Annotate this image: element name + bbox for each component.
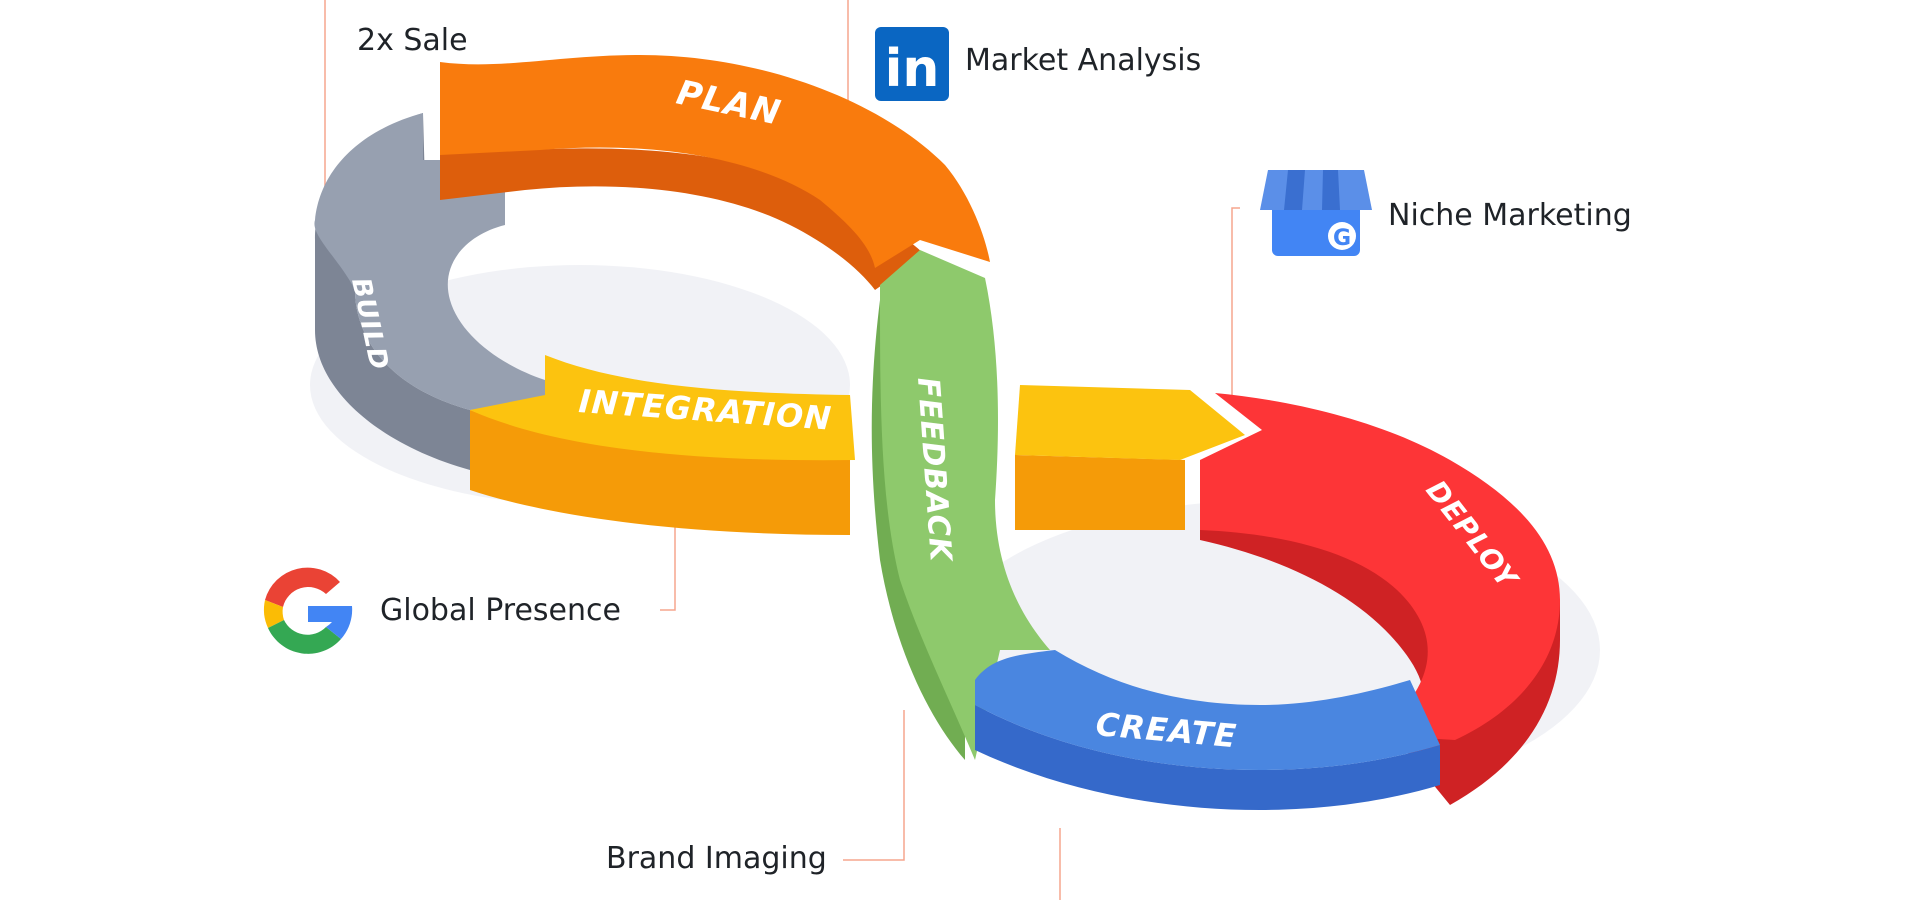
callout-global-text: Global Presence — [380, 593, 621, 628]
leader-line-niche — [1231, 207, 1240, 395]
google-icon — [263, 567, 353, 654]
google-my-business-icon: G — [1260, 170, 1372, 256]
linkedin-icon: in — [875, 27, 949, 101]
linkedin-icon-bg — [875, 27, 949, 101]
segment-feedback: FEEDBACK — [871, 250, 1050, 760]
segment-integration-right — [1015, 385, 1245, 530]
segment-create-side — [975, 705, 1440, 810]
segment-deploy: DEPLOY — [1200, 393, 1560, 805]
google-icon-red — [265, 567, 340, 607]
segment-plan-top — [440, 55, 990, 268]
segment-create-top — [975, 650, 1440, 770]
linkedin-icon-glyph: in — [885, 39, 940, 99]
gmb-g-glyph: G — [1333, 226, 1351, 251]
leader-lines — [324, 0, 1240, 900]
gmb-g-circle — [1328, 222, 1356, 250]
leader-line-global — [660, 520, 676, 611]
gmb-awning-stripes — [1284, 170, 1340, 210]
segment-integration: INTEGRATION — [470, 355, 855, 535]
segment-integration-side — [470, 410, 850, 535]
segment-integration-right-top — [1015, 385, 1245, 460]
callout-sale-text: 2x Sale — [357, 23, 468, 58]
google-icon-blue — [308, 606, 353, 639]
segment-feedback-top — [880, 250, 1050, 760]
gmb-awning — [1260, 170, 1372, 210]
segment-create: CREATE — [975, 650, 1440, 810]
callout-market-text: Market Analysis — [965, 43, 1201, 78]
segment-deploy-top — [1200, 393, 1560, 740]
segment-plan: PLAN — [440, 55, 990, 290]
google-icon-yellow — [263, 600, 284, 628]
segment-integration-right-side — [1015, 455, 1185, 530]
leader-line-brand — [843, 710, 905, 861]
google-icon-green — [268, 620, 341, 654]
callout-niche-text: Niche Marketing — [1388, 198, 1632, 233]
callout-brand-text: Brand Imaging — [606, 841, 827, 876]
segment-integration-top — [470, 355, 855, 461]
